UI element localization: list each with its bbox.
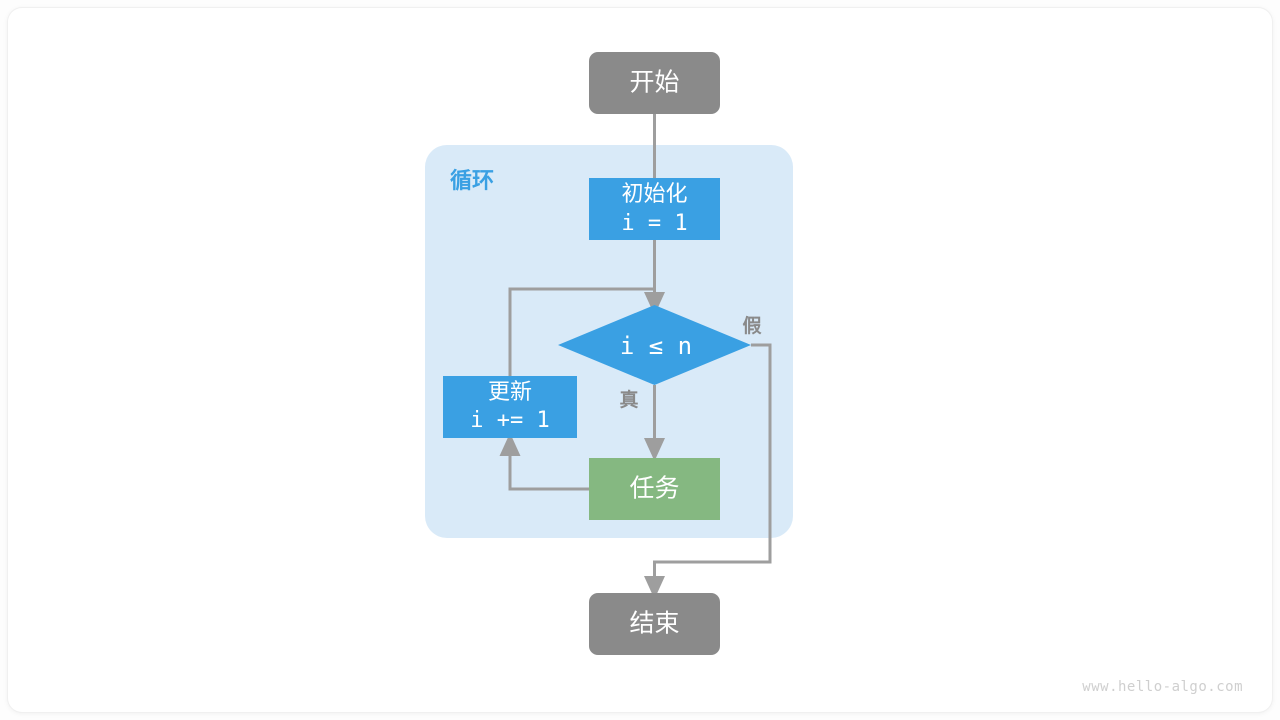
edge-cond-to-end	[644, 343, 772, 600]
watermark-text: www.hello-algo.com	[1082, 679, 1243, 695]
node-start[interactable]: 开始	[589, 52, 720, 114]
node-end[interactable]: 结束	[589, 593, 720, 655]
node-init[interactable]: 初始化 i = 1	[589, 178, 720, 240]
node-condition-label: i ≤ n	[620, 332, 692, 360]
node-update-sublabel: i += 1	[470, 408, 549, 433]
node-update-label: 更新	[488, 379, 532, 404]
node-task-shape	[589, 458, 720, 520]
node-init-label: 初始化	[621, 181, 687, 206]
node-task[interactable]: 任务	[589, 458, 720, 520]
node-end-shape	[589, 593, 720, 655]
node-end-label: 结束	[629, 610, 679, 638]
node-update[interactable]: 更新 i += 1	[443, 376, 577, 438]
node-init-shape	[589, 178, 720, 240]
node-task-label: 任务	[629, 475, 679, 503]
edge-task-to-update	[499, 432, 589, 491]
node-condition[interactable]: i ≤ n	[558, 305, 751, 385]
node-start-shape	[589, 52, 720, 114]
loop-group-label: 循环	[450, 168, 494, 193]
node-start-label: 开始	[629, 69, 679, 97]
node-update-shape	[443, 376, 577, 438]
edge-update-to-cond	[508, 287, 655, 376]
edge-label-false: 假	[742, 314, 761, 337]
node-condition-shape	[558, 305, 751, 385]
edge-label-true: 真	[619, 388, 638, 411]
node-init-sublabel: i = 1	[621, 211, 687, 236]
